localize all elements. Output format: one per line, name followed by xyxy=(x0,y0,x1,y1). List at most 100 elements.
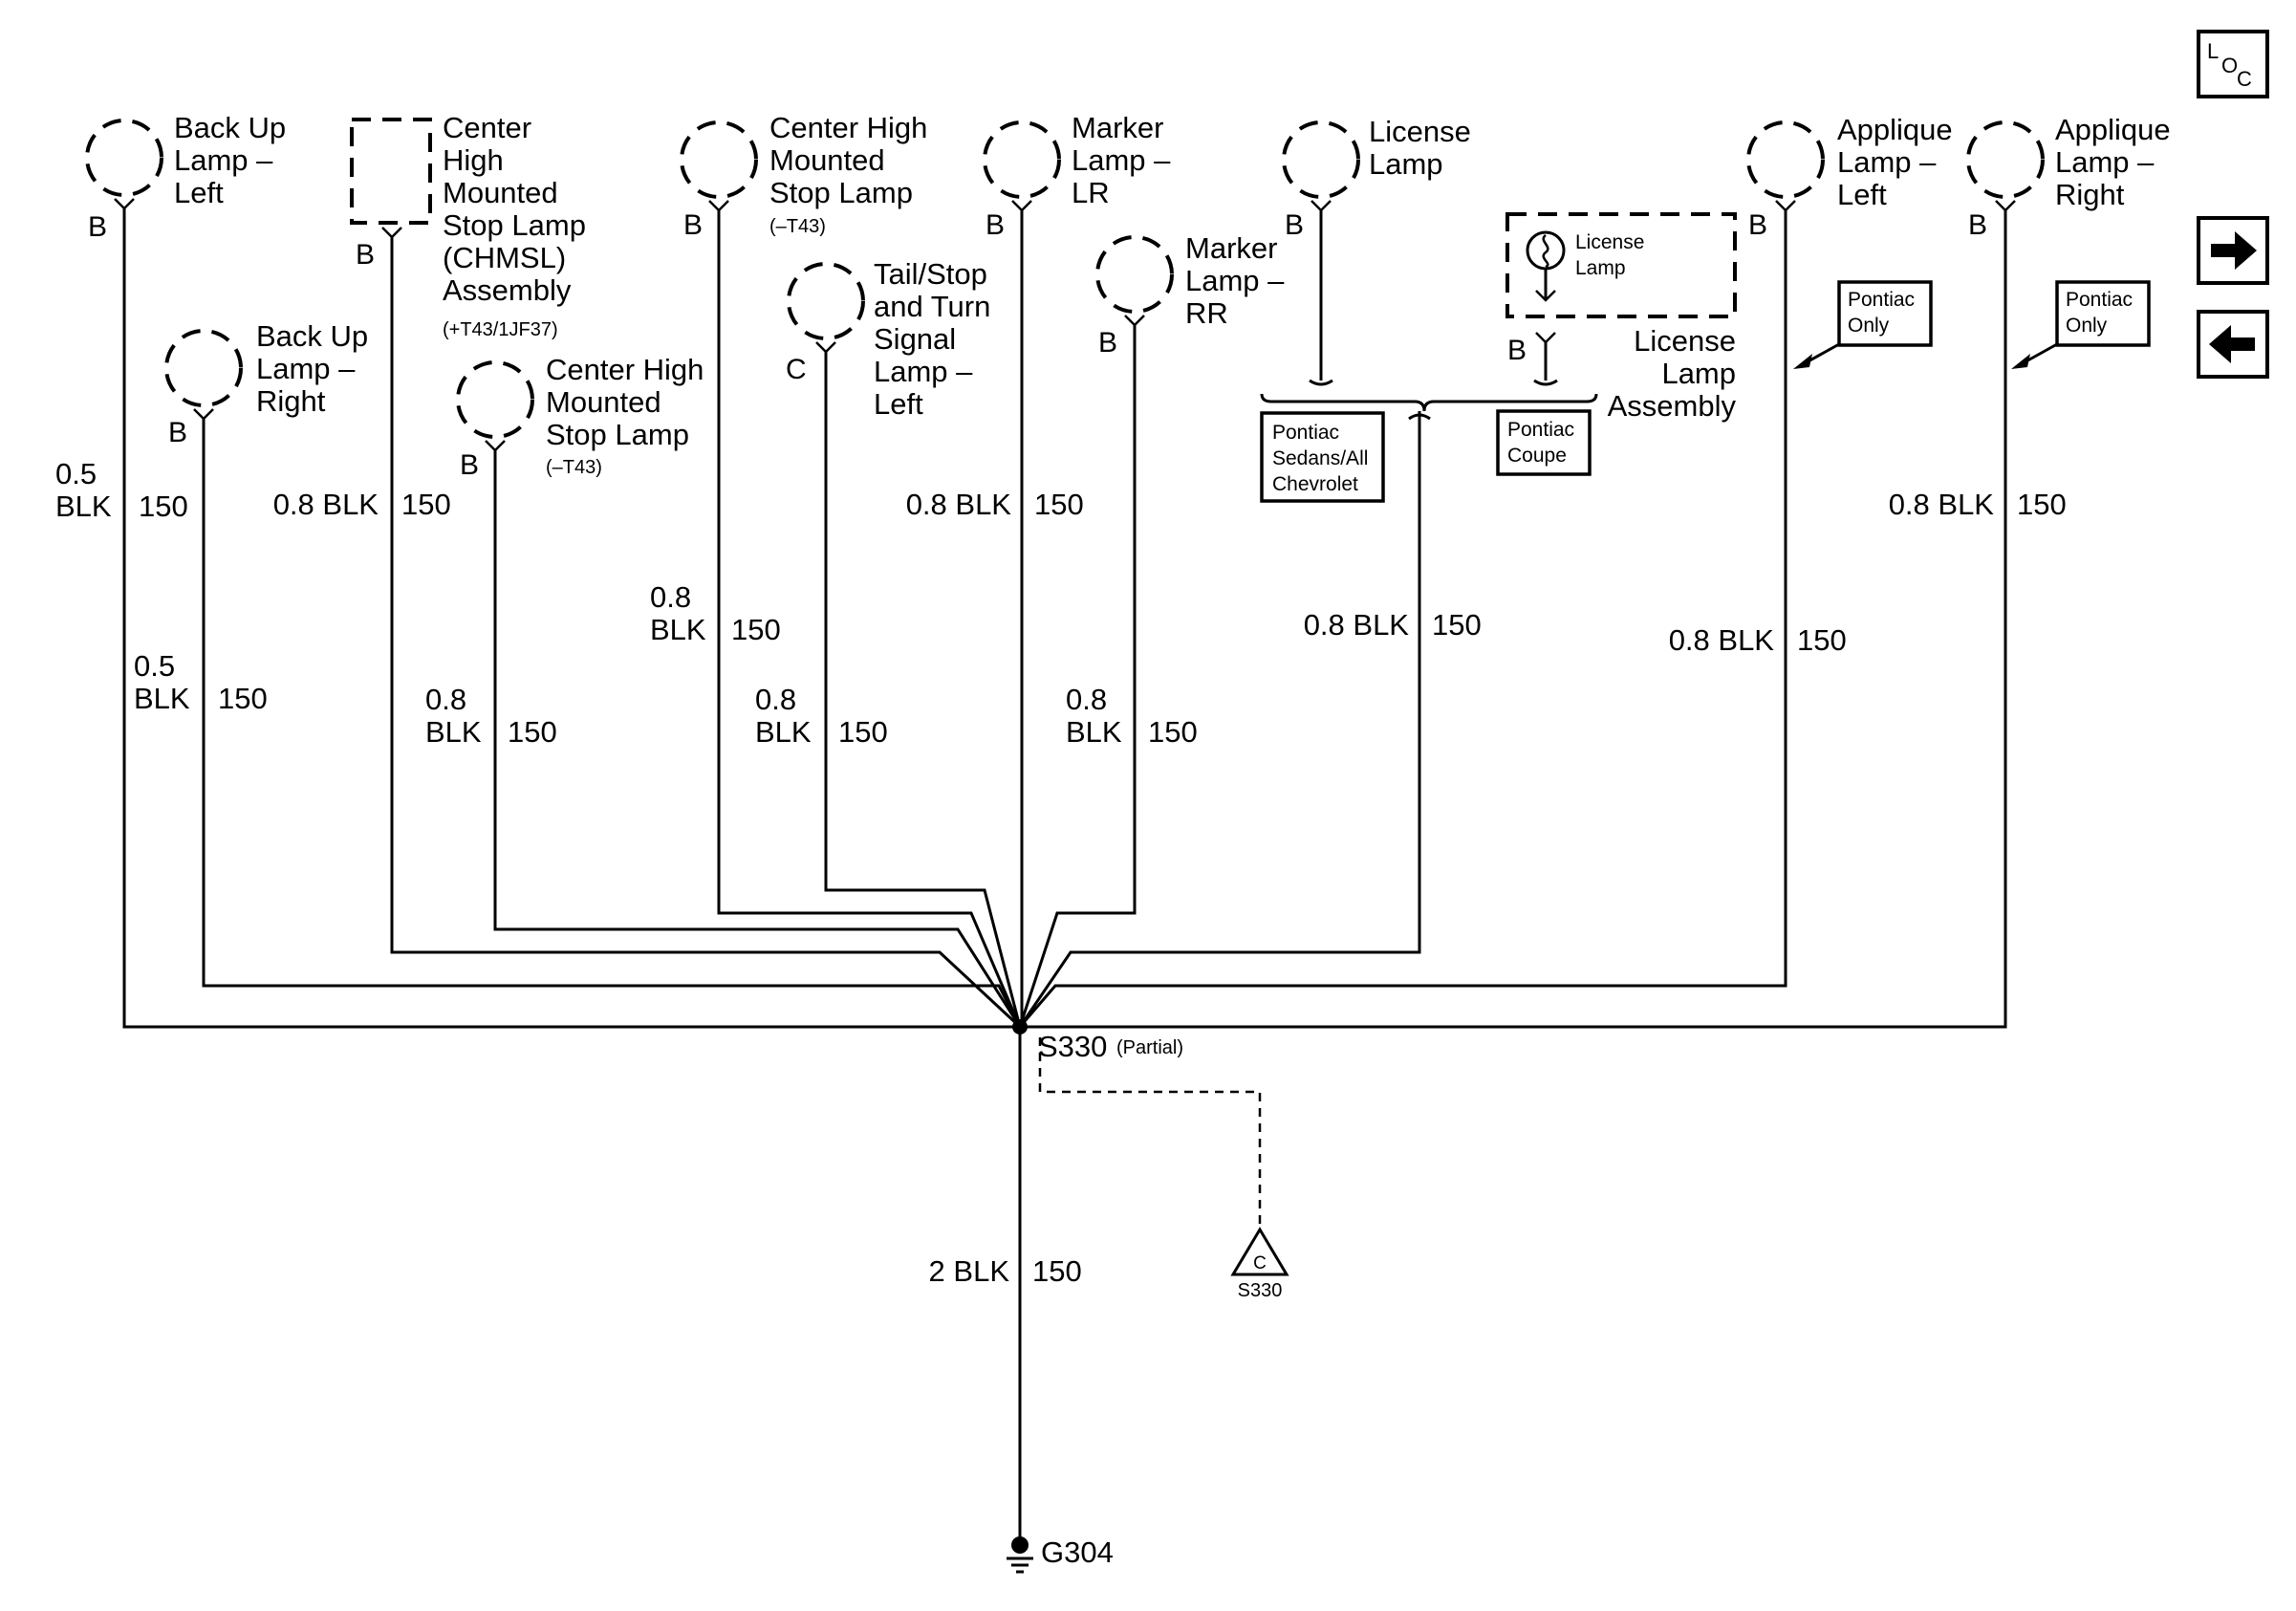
pin-chmsl-mid: B xyxy=(460,449,479,481)
label-tail-left-2: and Turn xyxy=(874,290,990,323)
pin-backup-left: B xyxy=(88,211,107,243)
chmsl-lamp-top xyxy=(680,120,758,212)
wire-size-tail-left-2: BLK xyxy=(755,715,812,749)
label-tail-left-4: Lamp – xyxy=(874,355,973,388)
pin-applique-left: B xyxy=(1748,209,1767,241)
label-chmsl-assembly-1: Center xyxy=(443,111,531,144)
splice-s330-label: S330 xyxy=(1038,1030,1107,1063)
option-box-pontiac-only-right: Pontiac Only xyxy=(2011,280,2151,369)
label-chmsl-top-3: Stop Lamp xyxy=(769,176,913,209)
coupe-line-2: Coupe xyxy=(1507,445,1567,467)
loc-letter-l: L xyxy=(2207,39,2219,63)
label-applique-left-1: Applique xyxy=(1837,113,1953,146)
pin-backup-right: B xyxy=(168,417,187,448)
pontiac-only-right-line-1: Pontiac xyxy=(2066,289,2133,311)
wire-size-backup-left-1: 0.5 xyxy=(55,457,97,490)
marker-lamp-rr xyxy=(1095,235,1174,327)
wire-size-chmsl-mid-1: 0.8 xyxy=(425,683,466,716)
pin-applique-right: B xyxy=(1968,209,1987,241)
wire-size-marker-rr-1: 0.8 xyxy=(1066,683,1107,716)
wire-size-license: 0.8 BLK xyxy=(1304,608,1410,642)
label-backup-right-1: Back Up xyxy=(256,319,368,353)
license-lamp xyxy=(1282,120,1360,212)
label-chmsl-assembly-4: Stop Lamp xyxy=(443,208,586,242)
label-marker-lr-3: LR xyxy=(1072,176,1110,209)
wire-size-chmsl-assembly: 0.8 BLK xyxy=(273,488,379,521)
coupe-line-1: Pontiac xyxy=(1507,419,1574,441)
wire-circuit-applique-left: 150 xyxy=(1797,623,1847,657)
wire-size-backup-right-2: BLK xyxy=(134,682,190,715)
wire-size-chmsl-mid-2: BLK xyxy=(425,715,482,749)
splice-ref-name: S330 xyxy=(1238,1280,1283,1301)
label-chmsl-top-option: (–T43) xyxy=(769,216,826,237)
loc-letter-o: O xyxy=(2221,54,2238,77)
label-marker-lr-2: Lamp – xyxy=(1072,143,1171,177)
label-backup-left-1: Back Up xyxy=(174,111,286,144)
applique-lamp-right xyxy=(1966,120,2045,212)
chmsl-lamp-mid xyxy=(456,360,534,452)
label-backup-left-2: Lamp – xyxy=(174,143,273,177)
wire-circuit-ground: 150 xyxy=(1032,1254,1082,1288)
label-tail-left-5: Left xyxy=(874,387,923,421)
wire-size-marker-rr-2: BLK xyxy=(1066,715,1122,749)
label-license-assembly-1: License xyxy=(1634,324,1736,358)
label-marker-lr-1: Marker xyxy=(1072,111,1163,144)
wire-size-backup-left-2: BLK xyxy=(55,490,112,523)
splice-ref-letter: C xyxy=(1253,1253,1267,1274)
wire-circuit-chmsl-mid: 150 xyxy=(508,715,557,749)
wire-size-chmsl-top-1: 0.8 xyxy=(650,580,691,614)
label-chmsl-top-2: Mounted xyxy=(769,143,885,177)
option-box-pontiac-only-left: Pontiac Only xyxy=(1793,280,1933,369)
label-marker-rr-3: RR xyxy=(1185,296,1228,330)
splice-reference-line xyxy=(1038,1037,1262,1233)
wire-size-applique-left: 0.8 BLK xyxy=(1669,623,1775,657)
splice-s330-note: (Partial) xyxy=(1116,1037,1183,1058)
applique-lamp-left xyxy=(1746,120,1825,212)
option-box-sedans: Pontiac Sedans/All Chevrolet xyxy=(1260,411,1385,503)
backup-lamp-right xyxy=(164,329,243,421)
wire-circuit-marker-rr: 150 xyxy=(1148,715,1198,749)
ground-g304-label: G304 xyxy=(1041,1535,1114,1569)
label-license-inner-2: Lamp xyxy=(1575,257,1626,279)
wire-circuit-chmsl-assembly: 150 xyxy=(401,488,451,521)
label-chmsl-assembly-6: Assembly xyxy=(443,273,572,307)
pin-license-assembly: B xyxy=(1507,335,1527,366)
sedans-line-3: Chevrolet xyxy=(1272,473,1358,495)
label-chmsl-mid-2: Mounted xyxy=(546,385,661,419)
label-marker-rr-2: Lamp – xyxy=(1185,264,1285,297)
pontiac-only-right-line-2: Only xyxy=(2066,315,2108,337)
label-applique-right-2: Lamp – xyxy=(2055,145,2155,179)
label-chmsl-assembly-5: (CHMSL) xyxy=(443,241,566,274)
license-lamp-assembly xyxy=(1505,212,1737,344)
wire-circuit-tail-left: 150 xyxy=(838,715,888,749)
pin-license-lamp: B xyxy=(1285,209,1304,241)
bulb-icon xyxy=(1526,230,1566,302)
wire-size-backup-right-1: 0.5 xyxy=(134,649,175,683)
wire-size-tail-left-1: 0.8 xyxy=(755,683,796,716)
label-applique-right-1: Applique xyxy=(2055,113,2171,146)
label-license-assembly-2: Lamp xyxy=(1661,357,1736,390)
option-box-coupe: Pontiac Coupe xyxy=(1496,409,1592,476)
ground-icon xyxy=(1007,1536,1033,1574)
pin-tail-left: C xyxy=(786,354,807,385)
marker-lamp-lr xyxy=(983,120,1061,212)
pontiac-only-left-line-1: Pontiac xyxy=(1848,289,1915,311)
label-license-lamp-2: Lamp xyxy=(1369,147,1443,181)
arrow-left-icon[interactable] xyxy=(2197,310,2269,379)
wire-circuit-marker-lr: 150 xyxy=(1034,488,1084,521)
label-chmsl-assembly-3: Mounted xyxy=(443,176,558,209)
pontiac-only-left-line-2: Only xyxy=(1848,315,1890,337)
label-chmsl-mid-3: Stop Lamp xyxy=(546,418,689,451)
splice-s330-dot xyxy=(1012,1019,1028,1034)
label-chmsl-mid-option: (–T43) xyxy=(546,457,602,478)
label-applique-left-2: Lamp – xyxy=(1837,145,1937,179)
arrow-right-icon[interactable] xyxy=(2197,216,2269,285)
tail-stop-turn-lamp-left xyxy=(787,262,865,354)
wire-size-ground: 2 BLK xyxy=(929,1254,1010,1288)
wire-size-applique-right: 0.8 BLK xyxy=(1889,488,1995,521)
label-license-assembly-3: Assembly xyxy=(1608,389,1737,423)
pin-chmsl-assembly: B xyxy=(356,239,375,271)
loc-icon[interactable]: L O C xyxy=(2197,30,2269,98)
chmsl-assembly xyxy=(350,118,432,239)
